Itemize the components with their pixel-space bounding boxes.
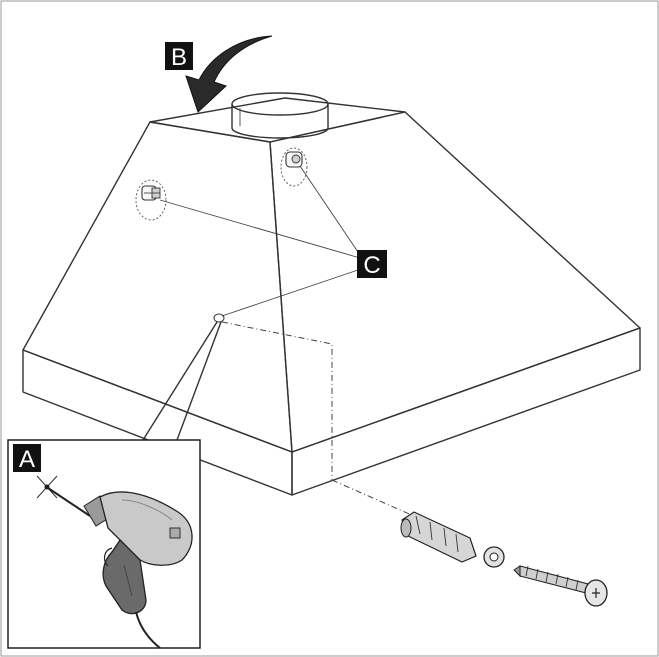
inset-connector-left xyxy=(142,321,218,441)
fasteners xyxy=(400,511,608,607)
label-a-box xyxy=(13,444,41,472)
mounting-bracket-right xyxy=(280,147,308,187)
leader-line-c-hole xyxy=(221,269,359,317)
label-c: C xyxy=(363,252,380,279)
wall-plug-icon xyxy=(400,511,477,563)
inset-a: A xyxy=(7,321,222,649)
duct-collar xyxy=(231,92,329,139)
curved-arrow-icon xyxy=(185,35,273,113)
leader-line-c-right xyxy=(299,165,361,256)
label-b: B xyxy=(171,44,187,71)
range-hood xyxy=(22,92,641,525)
label-c-box xyxy=(357,250,387,278)
screw-icon xyxy=(513,565,608,607)
label-b-box xyxy=(165,42,193,70)
drill-icon xyxy=(47,487,193,649)
label-a: A xyxy=(19,446,35,473)
callout-c: C xyxy=(357,250,387,279)
callout-b: B xyxy=(165,35,273,113)
washer-icon xyxy=(483,546,505,568)
drill-hole-mark xyxy=(213,313,225,323)
inset-connector-right xyxy=(176,321,222,441)
leader-line-c-left xyxy=(159,199,361,259)
hood-top-face xyxy=(149,97,406,143)
mounting-bracket-left xyxy=(135,179,167,221)
